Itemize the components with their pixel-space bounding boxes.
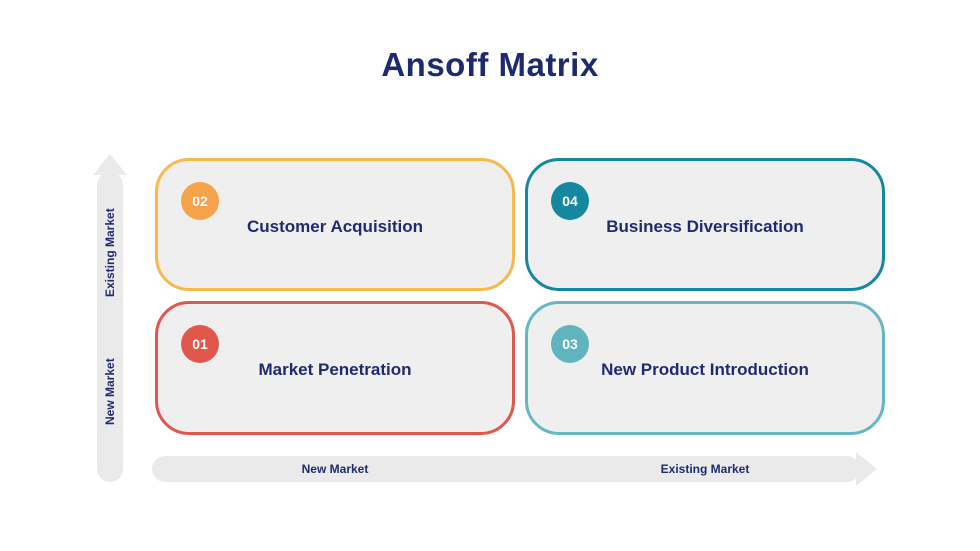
x-axis-arrowhead-icon: [856, 452, 877, 486]
x-axis-bar: [152, 456, 860, 482]
quadrant-card-new-product-introduction: 03 New Product Introduction: [525, 301, 885, 435]
x-axis-label-existing-market: Existing Market: [660, 462, 750, 476]
quadrant-card-customer-acquisition: 02 Customer Acquisition: [155, 158, 515, 291]
x-axis-label-new-market: New Market: [301, 462, 369, 476]
quadrant-number-badge: 04: [551, 182, 589, 220]
quadrant-label: Customer Acquisition: [247, 216, 423, 236]
quadrant-number-badge: 01: [181, 325, 219, 363]
y-axis-label-existing-market: Existing Market: [103, 208, 117, 298]
quadrant-number-badge: 03: [551, 325, 589, 363]
y-axis-bar: [97, 172, 123, 482]
quadrant-number-badge: 02: [181, 182, 219, 220]
page-title: Ansoff Matrix: [381, 46, 599, 83]
quadrant-label: Market Penetration: [258, 360, 412, 379]
quadrant-card-market-penetration: 01 Market Penetration: [155, 301, 515, 435]
quadrant-card-business-diversification: 04 Business Diversification: [525, 158, 885, 291]
y-axis-arrowhead-icon: [93, 154, 127, 175]
y-axis-label-new-market: New Market: [103, 358, 117, 426]
quadrant-label: Business Diversification: [606, 216, 804, 236]
quadrant-label: New Product Introduction: [601, 360, 809, 379]
